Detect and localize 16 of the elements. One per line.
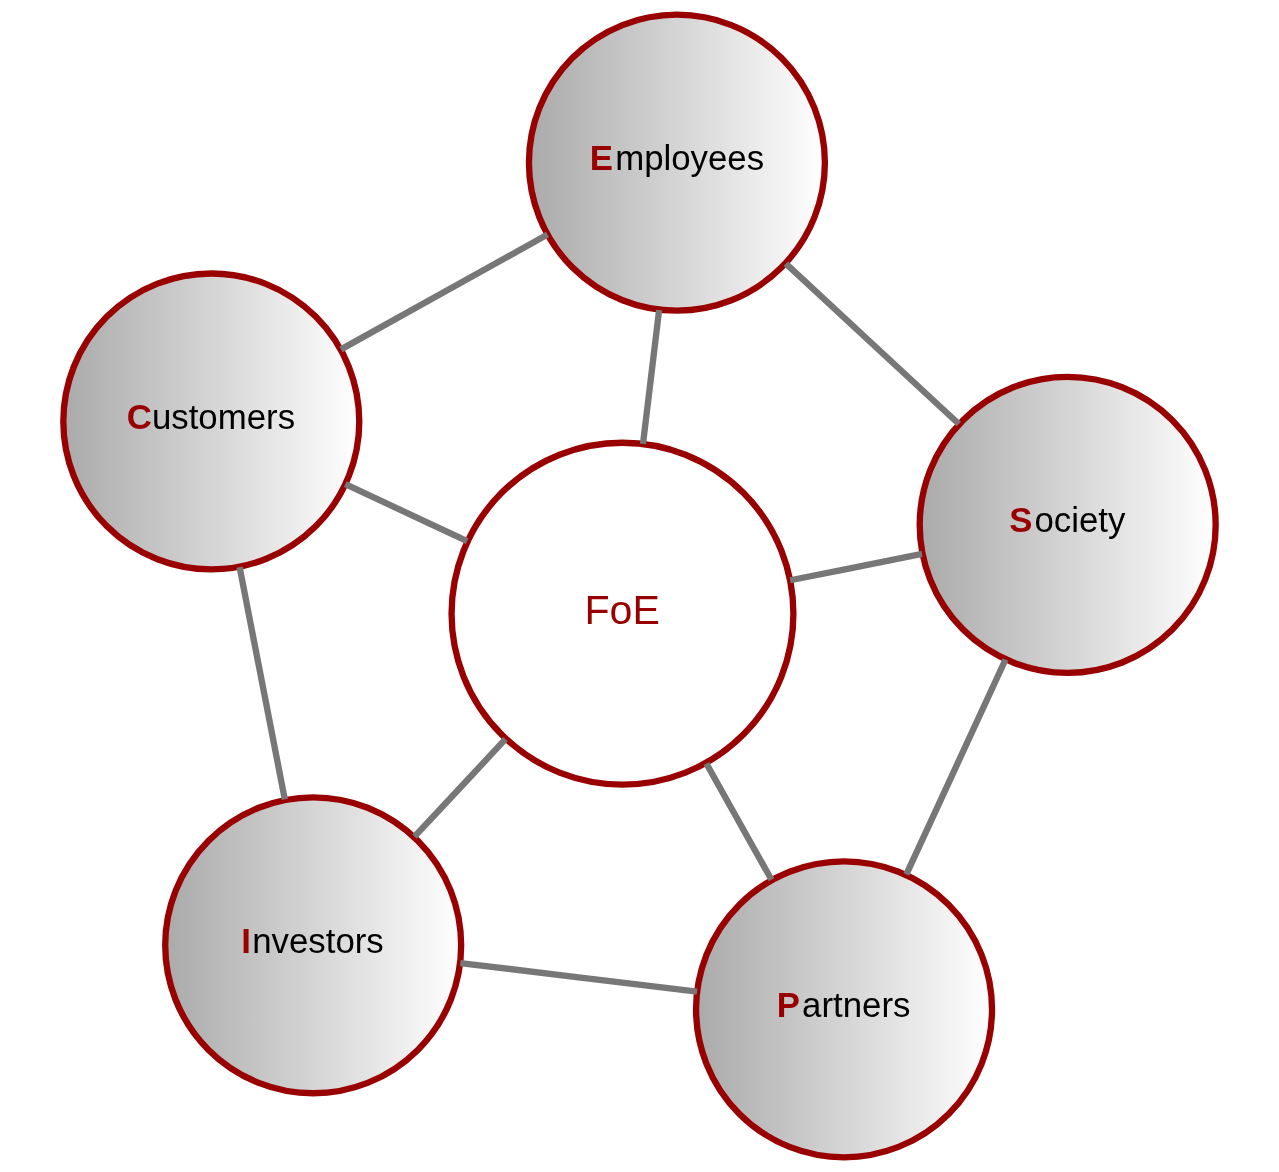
node-circle: FoE — [448, 439, 797, 788]
connector — [344, 481, 469, 544]
node-circle: Employees — [525, 11, 829, 314]
node-circle: Investors — [162, 794, 465, 1097]
connector — [236, 566, 288, 800]
connector — [783, 261, 961, 427]
node-circle: Partners — [692, 858, 996, 1161]
connector — [703, 761, 775, 882]
node-circle: Society — [916, 373, 1219, 677]
connector — [639, 309, 663, 445]
connector — [789, 550, 923, 584]
connector — [412, 737, 508, 839]
connector — [459, 959, 698, 995]
connector — [339, 231, 550, 353]
connector — [903, 658, 1009, 876]
node-circle: Customers — [60, 270, 363, 573]
